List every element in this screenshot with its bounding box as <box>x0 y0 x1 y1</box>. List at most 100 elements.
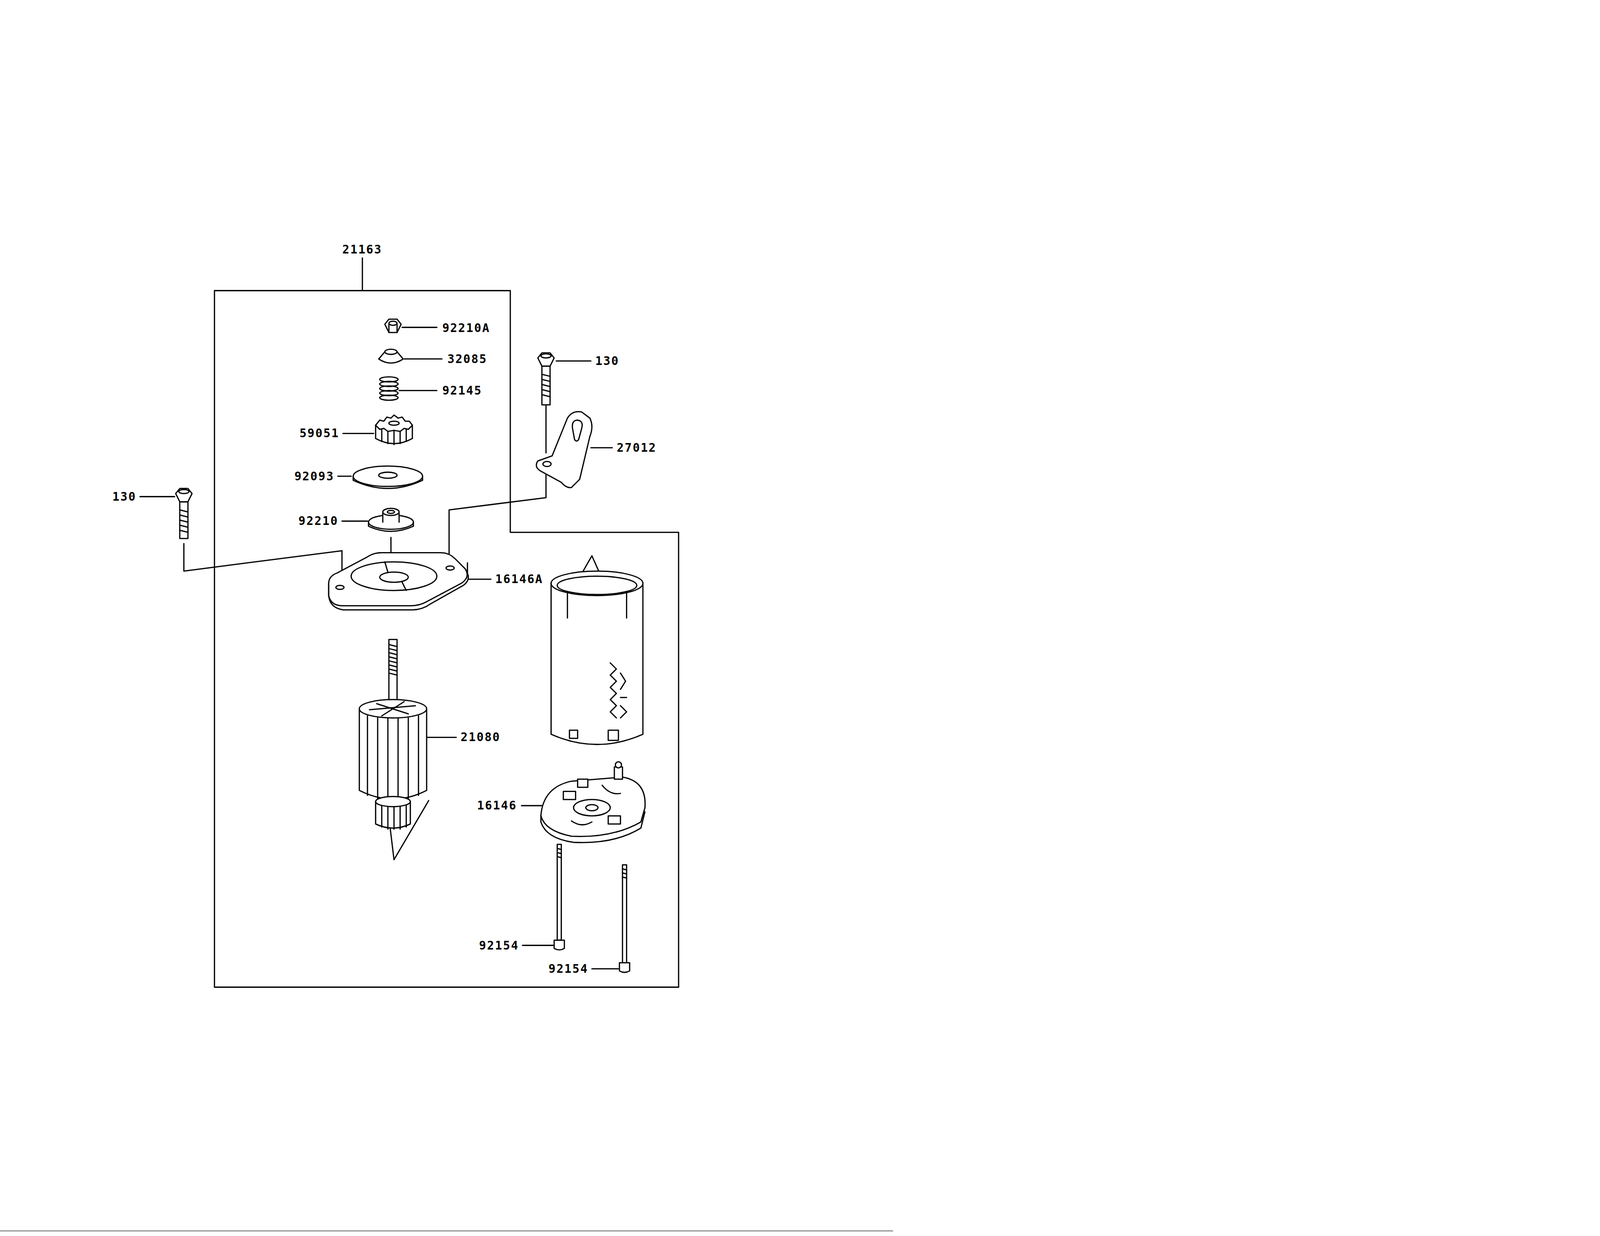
bolt <box>175 488 192 539</box>
bolt <box>542 394 551 397</box>
spring <box>379 395 399 401</box>
callout-number: 130 <box>593 354 621 368</box>
armature <box>388 660 398 663</box>
bracket <box>536 411 592 488</box>
motor-housing <box>569 730 578 739</box>
bolt <box>179 515 189 518</box>
callout-number: 27012 <box>615 441 658 455</box>
armature <box>388 656 398 659</box>
bolt <box>175 488 192 502</box>
brush-plate <box>615 762 622 769</box>
collar <box>387 510 395 514</box>
armature <box>407 718 410 799</box>
pinion-gear <box>381 429 383 442</box>
bolt <box>179 520 189 523</box>
leader-line <box>404 358 443 360</box>
bolt <box>179 501 189 539</box>
washer <box>352 466 423 487</box>
assembly-frame <box>214 290 679 988</box>
leader-line <box>522 944 554 947</box>
bolt <box>542 374 551 377</box>
brush-plate <box>614 767 623 780</box>
leader-line <box>592 968 619 970</box>
callout-number: 130 <box>111 490 138 504</box>
callout-number: 92210A <box>440 321 492 336</box>
brush-plate <box>571 785 621 826</box>
leader-line <box>399 390 437 392</box>
brush-plate <box>541 762 646 844</box>
armature <box>381 702 404 717</box>
leader-line <box>465 578 492 581</box>
brush-plate <box>541 777 646 837</box>
armature <box>388 648 398 651</box>
page-rule <box>0 1231 893 1232</box>
stop-collar <box>384 349 398 355</box>
callout-number: 32085 <box>446 352 489 367</box>
nut <box>396 324 399 333</box>
brush-plate <box>563 791 576 800</box>
assembly-frame <box>214 257 679 988</box>
nut <box>388 321 398 326</box>
nut <box>384 319 402 333</box>
bolt <box>541 353 552 358</box>
pinion-gear <box>388 421 400 426</box>
callout-number: 92145 <box>440 384 484 398</box>
bracket <box>536 411 592 488</box>
assembly-frame <box>361 257 364 291</box>
bolt <box>178 489 190 494</box>
armature <box>393 806 395 830</box>
front-cover <box>351 561 437 591</box>
through-bolt <box>557 852 561 854</box>
brush-plate <box>573 800 611 817</box>
through-bolt <box>622 864 627 963</box>
pinion-gear <box>399 431 401 444</box>
armature <box>417 716 420 796</box>
alignment-line <box>183 405 609 860</box>
washer <box>352 466 423 489</box>
armature <box>399 806 401 830</box>
bolt <box>542 389 551 392</box>
leader-line <box>337 475 352 478</box>
front-cover <box>401 582 406 591</box>
nut <box>388 324 390 333</box>
bracket <box>572 420 583 442</box>
front-cover <box>328 552 469 610</box>
brush-plate <box>608 816 621 825</box>
callout-number: 92154 <box>546 962 590 976</box>
armature <box>388 639 398 703</box>
armature <box>405 805 408 828</box>
motor-housing <box>551 571 643 596</box>
armature <box>375 796 411 807</box>
collar <box>368 508 414 532</box>
motor-housing <box>551 583 643 745</box>
bolt <box>542 366 551 405</box>
pinion-gear <box>393 430 395 445</box>
pinion-gear <box>387 431 389 444</box>
through-bolt <box>622 877 627 879</box>
bolt <box>537 352 555 405</box>
leader-line <box>341 520 368 523</box>
armature <box>388 669 398 672</box>
bolt <box>179 525 189 528</box>
through-bolt <box>557 856 561 858</box>
pinion-gear <box>405 429 408 442</box>
armature <box>359 639 427 830</box>
bolt <box>537 352 555 367</box>
through-bolt <box>622 873 627 875</box>
through-bolt <box>554 844 630 973</box>
armature <box>397 718 400 801</box>
callout-number: 16146 <box>475 799 519 813</box>
leader-line <box>556 360 592 363</box>
callout-number: 21163 <box>340 242 384 257</box>
pinion-gear <box>375 415 413 432</box>
front-cover <box>336 585 345 590</box>
bolt <box>542 379 551 382</box>
armature <box>359 708 427 800</box>
collar <box>382 508 400 516</box>
spring <box>379 376 399 400</box>
motor-housing <box>610 663 617 719</box>
callout-number: 16146A <box>494 572 545 587</box>
leader-line <box>140 327 619 969</box>
callout-number: 21080 <box>459 730 502 745</box>
